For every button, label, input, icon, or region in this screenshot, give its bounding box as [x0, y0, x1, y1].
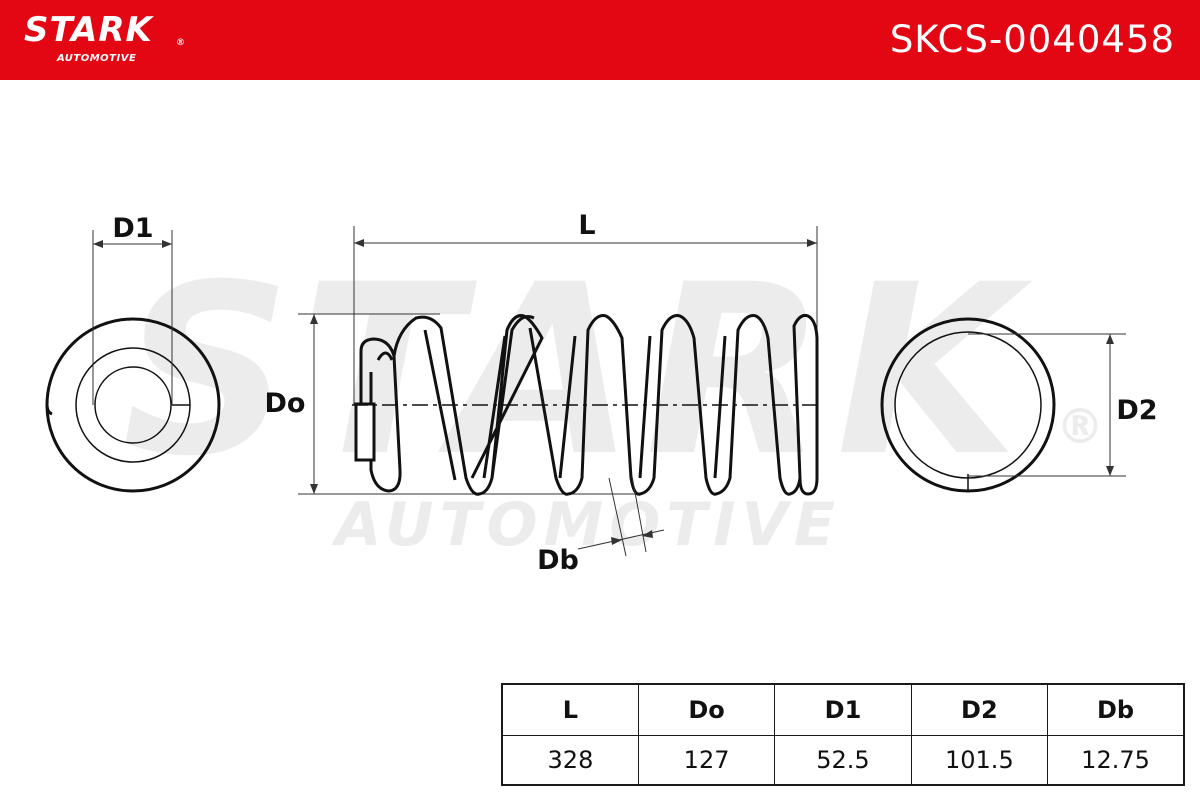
watermark-subtitle: AUTOMOTIVE: [331, 490, 841, 560]
left-coil-step: [45, 404, 53, 416]
db-extension-right: [631, 475, 647, 553]
logo-brand: STARK: [24, 10, 153, 50]
spring-inner-strokes: [376, 329, 727, 481]
stark-logo: STARK ® AUTOMOTIVE: [24, 10, 185, 64]
watermark-brand: STARK: [122, 235, 1033, 508]
watermark: STARK AUTOMOTIVE ®: [122, 235, 1104, 560]
l-label: L: [578, 210, 595, 241]
spec-value-db: 12.75: [1047, 735, 1185, 786]
spring-drawing: STARK AUTOMOTIVE ® D1 L Do D: [45, 210, 1158, 576]
spec-value-do: 127: [637, 735, 776, 786]
spec-value-l: 328: [501, 735, 639, 786]
logo-registered-mark: ®: [176, 38, 185, 48]
spec-header-d1: D1: [774, 683, 912, 736]
spring-side-view: L Do Db: [265, 210, 822, 576]
watermark-registered: ®: [1056, 399, 1104, 455]
spec-value-d2: 101.5: [910, 735, 1049, 786]
db-label: Db: [537, 545, 579, 576]
d2-label: D2: [1116, 395, 1157, 426]
spec-header-db: Db: [1047, 683, 1185, 736]
d1-label: D1: [112, 213, 153, 244]
header-bar: STARK ® AUTOMOTIVE SKCS-0040458: [0, 0, 1200, 80]
spec-header-row: L Do D1 D2 Db: [501, 683, 1185, 736]
spec-header-d2: D2: [910, 683, 1049, 736]
logo-subtitle: AUTOMOTIVE: [57, 53, 137, 64]
spec-table: L Do D1 D2 Db 328 127 52.5 101.5 12.75: [501, 683, 1185, 786]
spec-value-row: 328 127 52.5 101.5 12.75: [501, 735, 1185, 786]
spec-header-do: Do: [637, 683, 776, 736]
part-number: SKCS-0040458: [889, 18, 1175, 61]
left-end-view: D1: [45, 213, 221, 493]
db-extension-left: [608, 477, 627, 557]
right-end-view: D2: [880, 317, 1158, 493]
spring-end-tab: [354, 402, 376, 462]
spec-header-l: L: [501, 683, 639, 736]
left-inner-coil: [94, 366, 172, 444]
spec-value-d1: 52.5: [774, 735, 912, 786]
do-label: Do: [265, 388, 306, 419]
